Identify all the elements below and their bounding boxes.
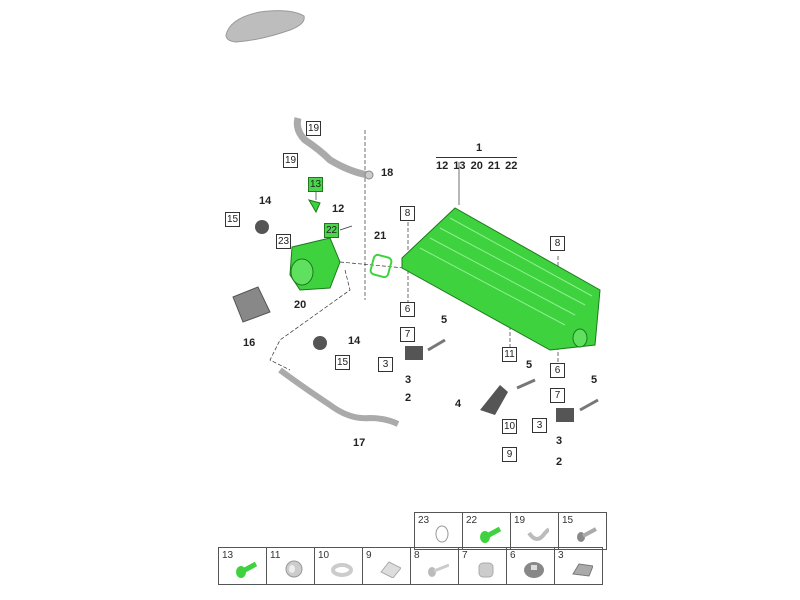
screw-green-icon: [480, 526, 501, 543]
hose-19: [293, 117, 369, 179]
callout-20[interactable]: 20: [294, 299, 307, 311]
callout-6[interactable]: 6: [400, 302, 415, 317]
callout-18[interactable]: 18: [381, 167, 394, 179]
callout-4[interactable]: 4: [455, 398, 462, 410]
callout-11[interactable]: 11: [502, 347, 517, 362]
callout-3[interactable]: 3: [378, 357, 393, 372]
callout-23[interactable]: 23: [276, 234, 291, 249]
parts-legend-bottom: 13 11 10 9 8 7 6 3: [218, 547, 603, 585]
legend-item-15[interactable]: 15: [559, 513, 607, 550]
callout-5[interactable]: 5: [591, 374, 598, 386]
bracket-clip-icon: [380, 561, 401, 578]
legend-item-13[interactable]: 13: [219, 548, 267, 585]
gasket-21: [369, 253, 393, 279]
solid-leaders: [306, 129, 460, 231]
hose-16: [232, 286, 271, 323]
callout-17[interactable]: 17: [353, 437, 366, 449]
nut-18: [364, 170, 374, 180]
rubber-mount-icon: [524, 562, 544, 578]
callout-5[interactable]: 5: [526, 359, 533, 371]
callout-9[interactable]: 9: [502, 447, 517, 462]
callout-7[interactable]: 7: [550, 388, 565, 403]
callout-14[interactable]: 14: [259, 195, 272, 207]
callout-16[interactable]: 16: [243, 337, 256, 349]
callout-19[interactable]: 19: [283, 153, 298, 168]
intercooler-1: [401, 207, 601, 351]
legend-item-8[interactable]: 8: [411, 548, 459, 585]
callout-8[interactable]: 8: [550, 236, 565, 251]
legend-item-10[interactable]: 10: [315, 548, 363, 585]
throttle-body-20: [289, 237, 341, 291]
washer-icon: [331, 563, 353, 577]
legend-item-3[interactable]: 3: [555, 548, 603, 585]
sensor-12: [307, 199, 321, 214]
callout-3-group[interactable]: 3: [405, 374, 412, 386]
legend-item-19[interactable]: 19: [511, 513, 559, 550]
parts-legend-top: 23 22 19 15: [414, 512, 607, 550]
pin-icon: [428, 563, 449, 577]
pipe-17: [278, 367, 400, 427]
callout-12[interactable]: 12: [332, 203, 345, 215]
sleeve-icon: [478, 562, 494, 578]
callout-14[interactable]: 14: [348, 335, 361, 347]
callout-7[interactable]: 7: [400, 327, 415, 342]
callout-19[interactable]: 19: [306, 121, 321, 136]
o-ring-icon: [435, 525, 449, 543]
callout-2[interactable]: 2: [405, 392, 412, 404]
callout-21[interactable]: 21: [374, 230, 387, 242]
bolts-5: [427, 338, 599, 412]
callout-6[interactable]: 6: [550, 363, 565, 378]
callout-15[interactable]: 15: [335, 355, 350, 370]
legend-item-7[interactable]: 7: [459, 548, 507, 585]
callout-3-group[interactable]: 3: [556, 435, 563, 447]
callout-15[interactable]: 15: [225, 212, 240, 227]
grommet-icon: [285, 560, 303, 578]
callout-1[interactable]: 1: [476, 142, 483, 154]
callout-10[interactable]: 10: [502, 419, 517, 434]
legend-item-22[interactable]: 22: [463, 513, 511, 550]
screw-green-icon: [236, 561, 257, 578]
clip-icon: [527, 527, 549, 541]
mount-brackets: [255, 220, 574, 422]
screw-icon: [577, 527, 597, 542]
spring-clip-icon: [572, 563, 593, 577]
callout-2[interactable]: 2: [556, 456, 563, 468]
callout-8[interactable]: 8: [400, 206, 415, 221]
callout-5[interactable]: 5: [441, 314, 448, 326]
legend-item-6[interactable]: 6: [507, 548, 555, 585]
callout-3[interactable]: 3: [532, 418, 547, 433]
callout-13[interactable]: 13: [308, 177, 323, 192]
callout-group-1[interactable]: 12 13 20 21 22: [436, 157, 518, 172]
car-silhouette-icon: [225, 10, 305, 43]
legend-item-11[interactable]: 11: [267, 548, 315, 585]
legend-item-9[interactable]: 9: [363, 548, 411, 585]
callout-22[interactable]: 22: [324, 223, 339, 238]
legend-item-23[interactable]: 23: [415, 513, 463, 550]
